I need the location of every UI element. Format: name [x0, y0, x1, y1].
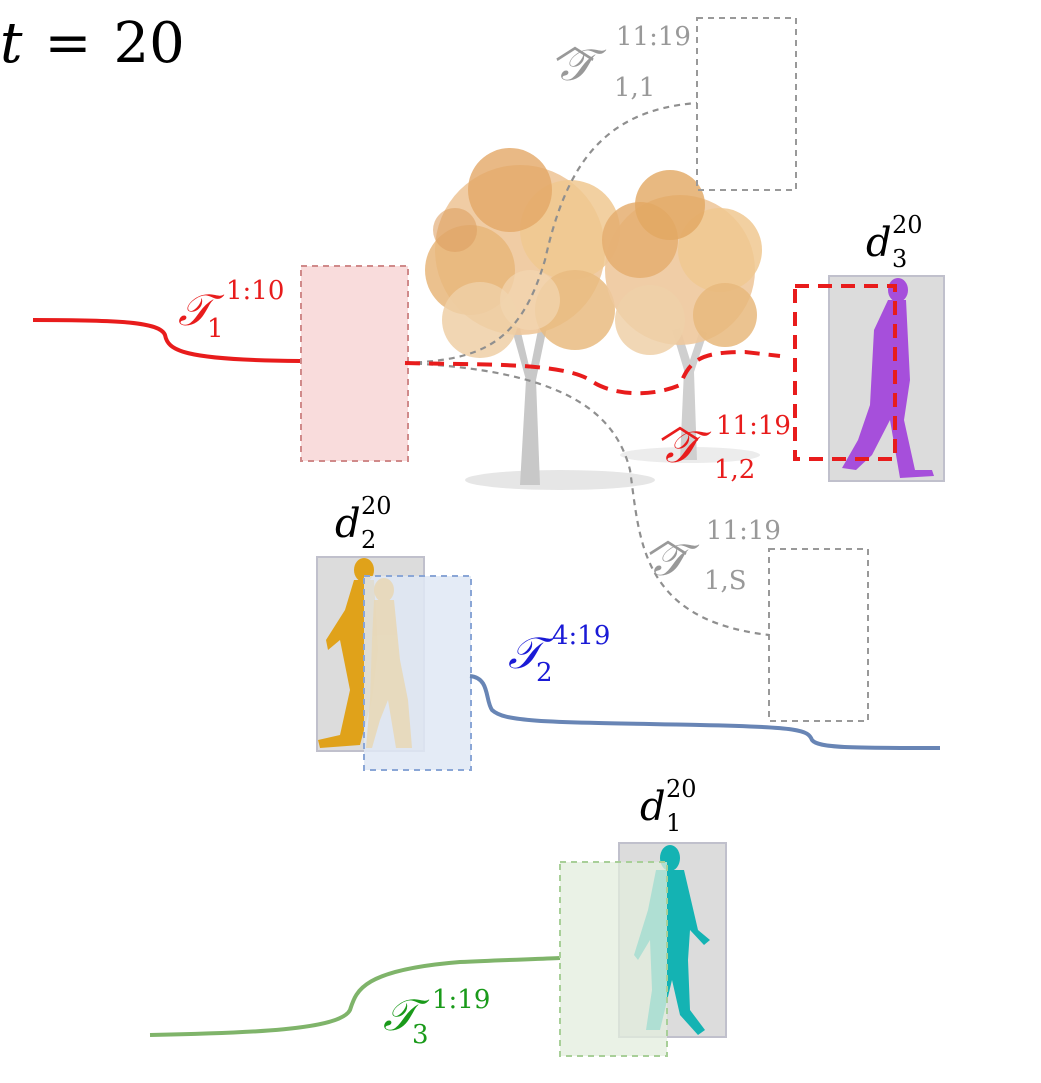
hypothesis-1-1-label: ︿ 𝒯 11:19 1,1	[555, 22, 691, 103]
hypothesis-box-1-S	[768, 548, 869, 722]
hypothesis-1-2-label: ︿ 𝒯 11:19 1,2	[660, 402, 791, 485]
hypothesis-1-1-sup: 11:19	[616, 22, 691, 52]
hypothesis-box-1-1	[696, 17, 797, 191]
track-1-sup: 1:10	[226, 276, 284, 306]
person-orange-faded	[366, 578, 412, 748]
trees-illustration	[425, 148, 762, 490]
detection-1-label: d 20 1	[640, 775, 697, 837]
track-1-label: 𝒯 1:10 1	[178, 276, 284, 344]
track-1-group	[32, 265, 781, 462]
hypothesis-1-1-symbol: 𝒯	[560, 40, 607, 91]
hypothesis-1-1-sub: 1,1	[614, 73, 655, 103]
track-1-path	[32, 318, 301, 363]
detection-2-label: d 20 2	[335, 492, 392, 554]
track-3-box	[559, 861, 668, 1057]
detection-2-symbol: d	[335, 501, 361, 547]
hypothesis-1-1-hat: ︿	[555, 22, 595, 68]
hypothesis-1-S-hat: ︿	[648, 516, 688, 562]
detection-3-label: d 20 3	[866, 211, 923, 273]
detection-3-group	[793, 275, 945, 482]
time-var: t	[0, 11, 23, 76]
detection-2-sub: 2	[361, 526, 376, 554]
tree-left	[425, 148, 620, 485]
track-3-group	[149, 956, 561, 1037]
track-3-label: 𝒯 1:19 3	[383, 985, 490, 1050]
track-2-sup: 4:19	[552, 621, 610, 651]
time-label: t = 20	[0, 11, 185, 76]
track-1-box	[300, 265, 409, 462]
track-2-label: 𝒯 4:19 2	[508, 621, 610, 688]
hypothesis-1-2-sub: 1,2	[714, 455, 755, 485]
detection-1-symbol: d	[640, 784, 666, 830]
time-op: =	[45, 11, 92, 76]
detection-3-sup: 20	[892, 211, 923, 239]
track-3-sup: 1:19	[432, 985, 490, 1015]
hypothesis-path-1-2	[404, 349, 781, 396]
track-1-sub: 1	[207, 314, 224, 344]
hypothesis-1-2-sup: 11:19	[716, 411, 791, 441]
detection-1-sub: 1	[666, 809, 681, 837]
hypothesis-path-1-1	[404, 101, 698, 365]
time-value: 20	[113, 11, 184, 76]
tree-right	[602, 170, 762, 460]
hypothesis-1-2-hat: ︿	[660, 402, 700, 448]
track-2-sub: 2	[536, 658, 553, 688]
track-2-group	[363, 575, 941, 771]
track-3-sub: 3	[412, 1020, 429, 1050]
hypothesis-1-S-symbol: 𝒯	[653, 535, 700, 586]
tree-shadow	[465, 470, 655, 490]
hypothesis-gray-elements	[404, 17, 869, 722]
track-3-path	[149, 956, 561, 1037]
hypothesis-1-S-sup: 11:19	[706, 516, 781, 546]
detection-2-sup: 20	[361, 492, 392, 520]
hypothesis-1-S-label: ︿ 𝒯 11:19 1,S	[648, 516, 781, 596]
detection-1-sup: 20	[666, 775, 697, 803]
hypothesis-box-1-2	[793, 284, 897, 461]
hypothesis-1-S-sub: 1,S	[704, 566, 747, 596]
detection-1-group	[559, 842, 727, 1057]
detection-3-symbol: d	[866, 220, 892, 266]
hypothesis-path-1-S	[404, 361, 770, 637]
detection-3-sub: 3	[892, 245, 907, 273]
track-2-path	[469, 674, 941, 750]
